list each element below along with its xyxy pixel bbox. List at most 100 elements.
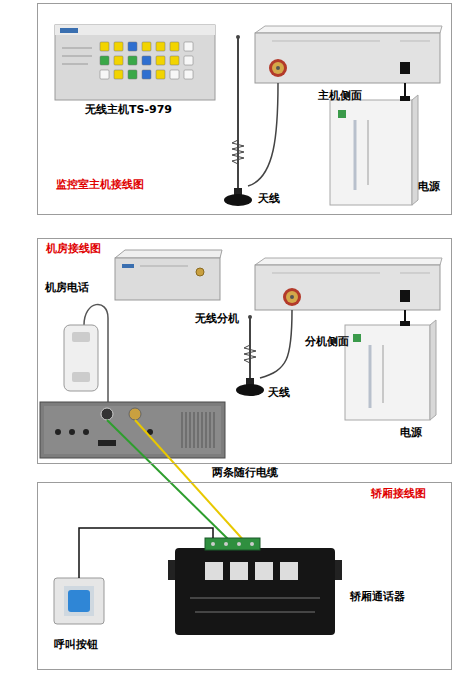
host-side-unit <box>255 26 442 83</box>
phone-socket <box>101 408 113 420</box>
call-button <box>54 578 104 624</box>
cable-connector <box>79 528 213 578</box>
device-label: 电源 <box>418 180 440 193</box>
host-button <box>156 70 165 79</box>
device-label: 呼叫按钮 <box>54 638 98 651</box>
host-button <box>114 56 123 65</box>
unit-print <box>400 273 430 274</box>
device-label: 轿厢通话器 <box>350 590 405 603</box>
host-print <box>62 56 92 57</box>
power-logo <box>353 334 361 342</box>
button-key <box>68 590 90 612</box>
host-button <box>184 42 193 51</box>
host-button <box>184 70 193 79</box>
unit-top-face <box>115 250 222 258</box>
power-body <box>345 325 430 420</box>
intercom-icon <box>230 562 248 580</box>
diagram-panel: 监控室主机接线图无线主机TS-979主机侧面天线电源 <box>37 3 452 215</box>
device-label: 天线 <box>268 386 290 399</box>
host-button <box>170 70 179 79</box>
unit-top-face <box>255 258 442 265</box>
power-port <box>400 290 410 302</box>
device-label: 电源 <box>400 426 422 439</box>
device-label: 主机侧面 <box>318 89 362 102</box>
device-node: 呼叫按钮 <box>54 578 104 624</box>
host-button <box>114 70 123 79</box>
antenna-tip <box>236 35 240 39</box>
device-label: 无线主机TS-979 <box>85 103 172 116</box>
button-frame <box>64 586 94 616</box>
antenna-socket <box>290 295 294 299</box>
antenna-tip <box>248 315 252 319</box>
phone <box>64 304 108 406</box>
slot <box>98 440 116 446</box>
antenna-socket <box>286 291 298 303</box>
cable-connector <box>404 83 406 100</box>
power-box <box>345 320 436 420</box>
host-button <box>128 70 137 79</box>
antenna-base <box>224 194 252 206</box>
host-top <box>55 25 215 35</box>
host-button <box>142 42 151 51</box>
antenna-socket <box>283 288 301 306</box>
terminal-screw <box>237 542 241 546</box>
host-button <box>156 56 165 65</box>
power-print <box>382 345 384 403</box>
power-box <box>330 95 418 205</box>
intercom-icon <box>205 562 223 580</box>
unit-print <box>272 41 380 42</box>
sub-unit-back <box>40 402 225 458</box>
power-print <box>367 120 369 185</box>
terminal-block <box>205 538 260 550</box>
phone-receiver <box>72 332 90 342</box>
unit-print <box>140 266 188 267</box>
unit-knob <box>196 268 204 276</box>
power-body <box>330 100 412 205</box>
button-plate <box>54 578 104 624</box>
host-button <box>156 42 165 51</box>
power-print <box>369 345 372 408</box>
speaker-grille <box>182 412 214 448</box>
phone-body <box>64 325 98 391</box>
device-node: 主机侧面 <box>255 26 440 83</box>
host-button <box>100 42 109 51</box>
antenna-coil <box>232 140 244 164</box>
device-node: 分机侧面 <box>255 258 440 310</box>
panel-title: 轿厢接线图 <box>371 487 426 500</box>
host-body <box>55 25 215 100</box>
intercom-icon <box>255 562 273 580</box>
back-panel <box>44 406 221 454</box>
host-print <box>62 64 88 65</box>
antenna-socket <box>272 62 284 74</box>
intercom-icon <box>280 562 298 580</box>
jack <box>55 429 61 435</box>
intercom-body <box>175 548 335 635</box>
panel-title: 机房接线图 <box>46 242 101 255</box>
unit-face <box>255 265 440 310</box>
host-unit <box>55 25 215 100</box>
antenna-socket <box>269 59 287 77</box>
device-node: 天线 <box>236 378 264 396</box>
antenna <box>224 35 252 206</box>
host-button <box>184 56 193 65</box>
host-button <box>142 56 151 65</box>
terminal-screw <box>250 542 254 546</box>
device-node: 机房电话 <box>45 281 105 393</box>
host-button <box>128 42 137 51</box>
power-logo <box>338 110 346 118</box>
device-node: 电源 <box>330 100 412 205</box>
host-button <box>128 56 137 65</box>
power-port <box>400 62 410 74</box>
antenna-base <box>236 384 264 396</box>
cable-connector <box>260 310 292 378</box>
device-label: 分机侧面 <box>305 335 349 348</box>
cable-connector <box>248 83 278 186</box>
antenna-coil <box>244 345 256 363</box>
unit-logo <box>122 264 134 268</box>
power-print <box>354 120 357 190</box>
cable-label: 两条随行电缆 <box>210 466 280 479</box>
host-button <box>100 70 109 79</box>
back-body <box>40 402 225 458</box>
